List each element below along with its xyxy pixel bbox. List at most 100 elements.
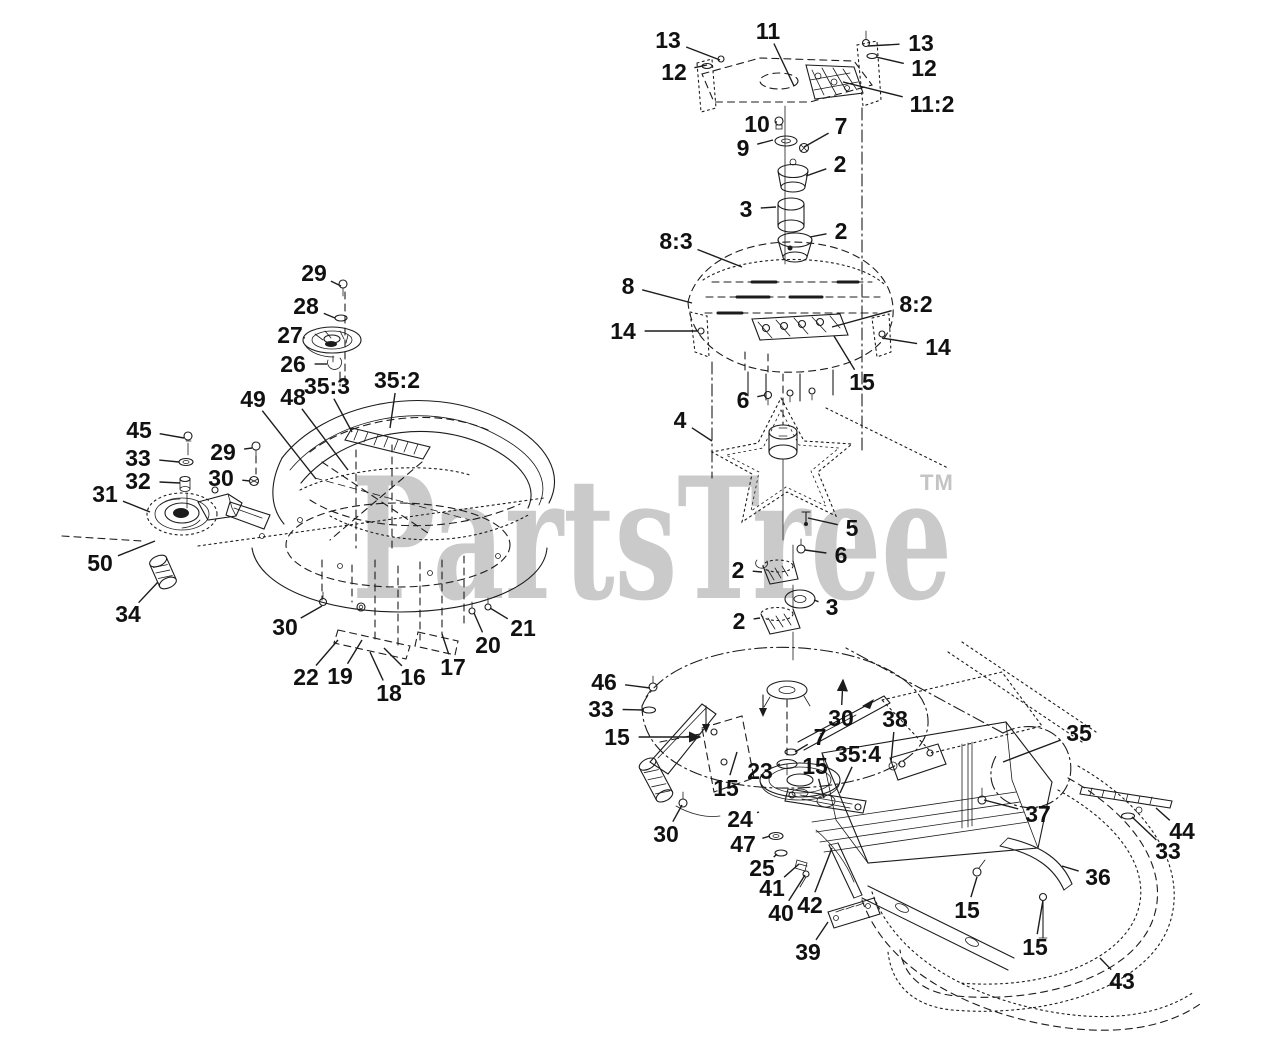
callout-43: 43	[1099, 957, 1135, 994]
leader-line	[833, 335, 856, 371]
callout-label: 20	[475, 632, 501, 658]
part-deck-bottom	[638, 646, 929, 817]
leader-line	[369, 651, 384, 681]
callout-label: 26	[280, 351, 306, 377]
callout-2: 2	[809, 218, 847, 244]
callout-22: 22	[293, 639, 339, 690]
callout-label: 31	[92, 481, 118, 507]
leader-line	[807, 517, 838, 526]
leader-line	[694, 64, 708, 69]
leader-line	[867, 43, 900, 47]
watermark: PartsTree TM	[352, 440, 953, 638]
callout-label: 29	[301, 260, 327, 286]
callout-label: 40	[768, 900, 794, 926]
callout-label: 2	[834, 151, 847, 177]
callout-label: 13	[908, 30, 934, 56]
callout-15: 15	[802, 753, 828, 799]
callout-44: 44	[1155, 807, 1195, 844]
callout-2: 2	[805, 151, 847, 177]
callout-label: 2	[732, 557, 745, 583]
callout-29: 29	[301, 260, 342, 287]
callout-14: 14	[610, 318, 698, 344]
part-shaft-spacers	[760, 544, 816, 661]
callout-label: 36	[1085, 864, 1111, 890]
callout-7: 7	[794, 724, 826, 753]
callout-label: 13	[655, 27, 681, 53]
callout-label: 30	[272, 614, 298, 640]
leader-line	[685, 46, 721, 61]
callout-8:3: 8:3	[659, 228, 743, 268]
callout-30: 30	[272, 605, 323, 640]
callout-16: 16	[383, 647, 426, 690]
leader-line	[441, 633, 450, 655]
callout-45: 45	[126, 417, 185, 443]
callout-7: 7	[803, 113, 847, 148]
leader-line	[138, 581, 159, 604]
callout-50: 50	[87, 540, 156, 576]
callout-33: 33	[588, 696, 645, 722]
callout-label: 9	[737, 135, 750, 161]
callout-label: 46	[591, 669, 617, 695]
callout-label: 39	[795, 939, 821, 965]
callout-29: 29	[210, 439, 253, 465]
leader-line	[1061, 865, 1079, 872]
callout-15: 15	[954, 876, 980, 923]
callout-49: 49	[240, 386, 317, 480]
callout-3: 3	[813, 594, 838, 620]
callout-label: 22	[293, 664, 319, 690]
callout-15: 15	[833, 335, 875, 395]
callout-42: 42	[797, 847, 833, 918]
callout-label: 38	[882, 706, 908, 732]
leader-line	[473, 612, 484, 633]
callout-40: 40	[768, 874, 806, 926]
callout-24: 24	[727, 806, 760, 832]
callout-label: 15	[604, 724, 630, 750]
part-deck-hardware	[318, 555, 492, 660]
leader-line	[315, 639, 339, 666]
callout-30: 30	[653, 804, 683, 847]
leader-line	[642, 289, 693, 304]
leader-line	[831, 310, 892, 328]
callout-label: 11:2	[910, 91, 955, 117]
callout-label: 12	[661, 59, 687, 85]
leader-line	[622, 708, 645, 711]
leader-line	[489, 607, 509, 620]
leader-line	[783, 863, 800, 878]
leader-line	[691, 427, 713, 442]
callout-13: 13	[655, 27, 721, 61]
callout-label: 3	[740, 196, 753, 222]
leader-line	[1131, 816, 1157, 841]
callout-6: 6	[737, 387, 766, 413]
leader-line	[762, 835, 771, 839]
callout-27: 27	[277, 322, 306, 348]
leader-line	[729, 751, 738, 776]
callout-label: 14	[925, 334, 951, 360]
leader-line	[983, 799, 1019, 810]
leader-line	[301, 408, 349, 471]
callout-label: 50	[87, 550, 113, 576]
callout-35:4: 35:4	[835, 741, 881, 794]
leader-line	[330, 280, 342, 287]
callout-20: 20	[473, 612, 501, 658]
callout-4: 4	[674, 407, 713, 442]
callout-12: 12	[661, 59, 708, 85]
callout-label: 33	[1155, 838, 1181, 864]
callout-8:2: 8:2	[831, 291, 933, 328]
callout-14: 14	[881, 334, 951, 360]
callout-label: 47	[730, 831, 756, 857]
part-caster-assembly	[61, 431, 545, 590]
callout-label: 42	[797, 892, 823, 918]
callout-label: 19	[327, 663, 353, 689]
callout-label: 15	[1022, 934, 1048, 960]
leader-line	[756, 811, 760, 814]
leader-line	[805, 168, 827, 177]
leader-line	[625, 684, 651, 689]
callout-11:2: 11:2	[842, 81, 955, 117]
callout-10: 10	[744, 111, 778, 137]
callout-3: 3	[740, 196, 777, 222]
callout-label: 48	[280, 384, 306, 410]
callout-label: 32	[125, 468, 151, 494]
callout-label: 37	[1025, 801, 1051, 827]
callout-label: 16	[400, 664, 426, 690]
